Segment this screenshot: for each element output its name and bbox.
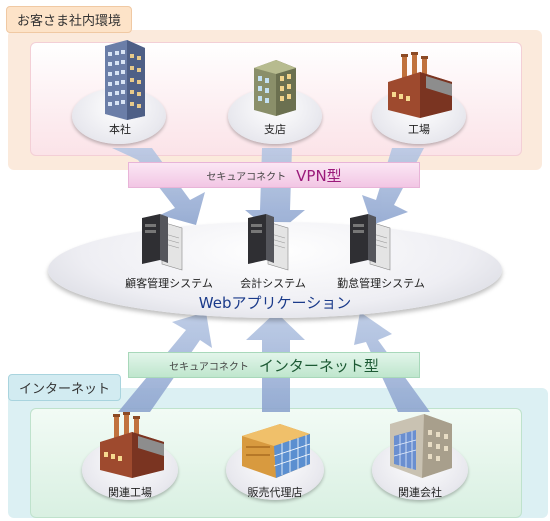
system-label-accounting: 会計システム — [240, 277, 306, 290]
branch-building-icon — [254, 60, 296, 116]
vpn-bar-main: VPN型 — [296, 166, 342, 185]
partner-label-related-factory: 関連工場 — [108, 486, 152, 499]
partner-label-affiliate: 関連会社 — [398, 486, 442, 499]
site-label-hq: 本社 — [109, 123, 131, 136]
vpn-bar-sub: セキュアコネクト — [206, 171, 287, 183]
partner-label-agency: 販売代理店 — [247, 486, 303, 499]
factory-icon — [388, 52, 452, 118]
internal-zone-label: お客さま社内環境 — [6, 6, 133, 33]
platform-label: Webアプリケーション — [198, 294, 352, 312]
internet-bar: セキュアコネクト インターネット型 — [128, 352, 420, 378]
site-label-branch: 支店 — [264, 123, 286, 136]
server-icon-crm — [142, 214, 183, 271]
server-icon-attendance — [350, 214, 391, 271]
internet-bar-main: インターネット型 — [258, 356, 379, 375]
related-factory-icon — [100, 412, 164, 478]
agency-building-icon — [242, 424, 311, 478]
office-tower-icon — [105, 40, 145, 120]
affiliate-building-icon — [390, 414, 452, 478]
internet-zone-label: インターネット — [8, 374, 122, 401]
internet-bar-sub: セキュアコネクト — [169, 361, 249, 373]
site-label-factory: 工場 — [408, 123, 430, 136]
server-icon-accounting — [248, 214, 289, 271]
system-label-attendance: 勤怠管理システム — [337, 277, 425, 290]
vpn-bar: セキュアコネクト VPN型 — [128, 162, 420, 188]
system-label-crm: 顧客管理システム — [125, 277, 213, 290]
